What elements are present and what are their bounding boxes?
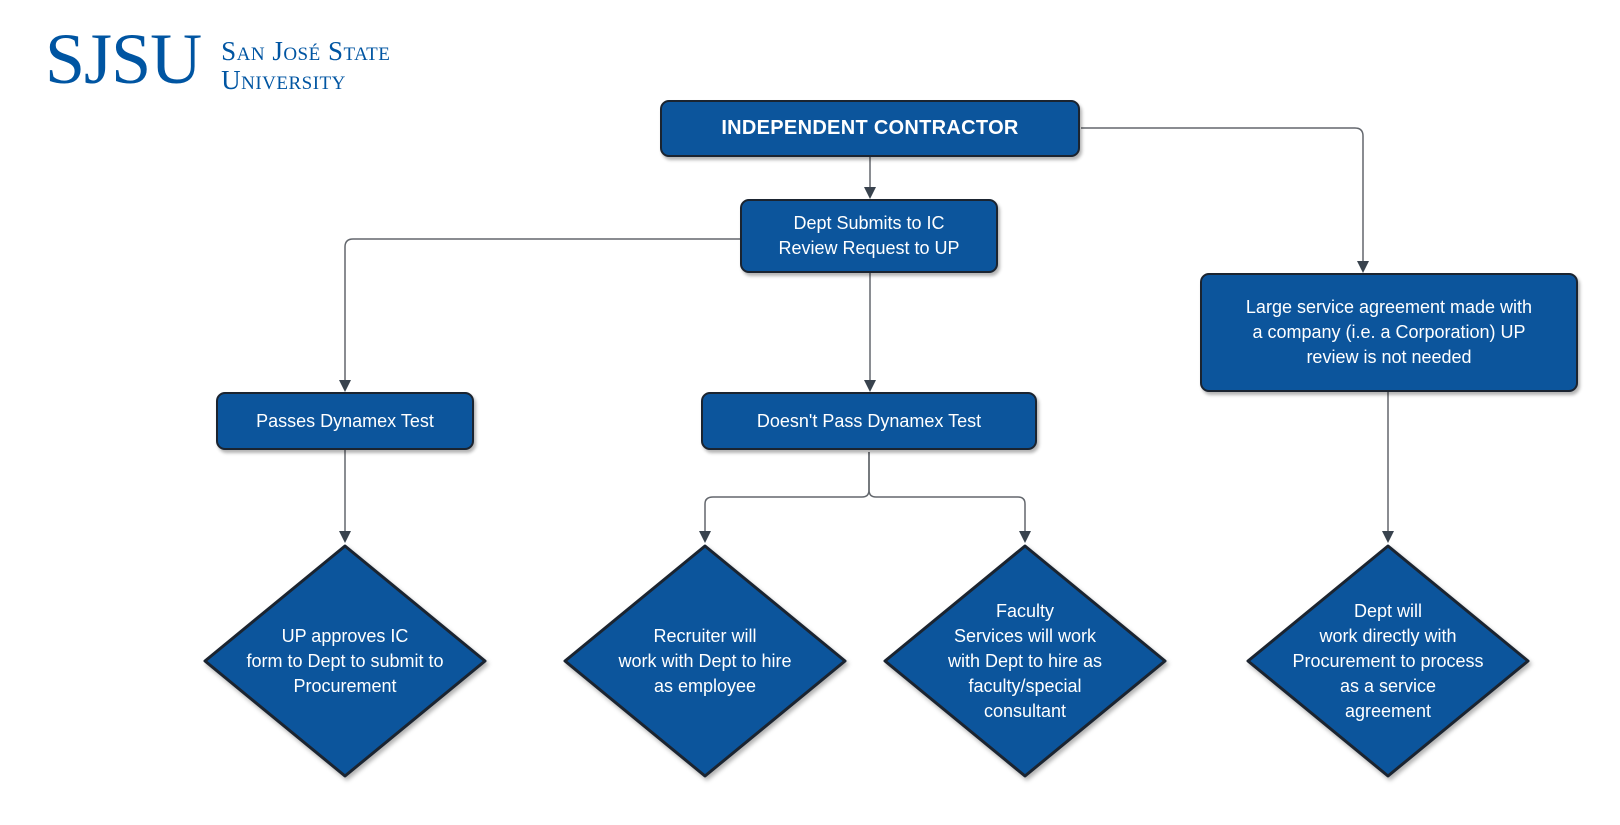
node-up-approves-label: UP approves IC form to Dept to submit to… <box>246 625 444 696</box>
node-faculty-services-label: Faculty Services will work with Dept to … <box>947 600 1103 721</box>
node-recruiter-label: Recruiter will work with Dept to hire as… <box>618 625 792 696</box>
node-large-agreement-label: Large service agreement made with a comp… <box>1245 297 1533 367</box>
edge-doesnt-pass-to-faculty <box>868 452 1031 543</box>
node-passes-dynamex-test: Passes Dynamex Test <box>216 392 474 450</box>
node-dept-submits-ic-review: Dept Submits to IC Review Request to UP <box>740 199 998 273</box>
node-independent-contractor: INDEPENDENT CONTRACTOR <box>660 100 1080 157</box>
sjsu-university-name: San José State University <box>221 28 390 95</box>
sjsu-acronym: SJSU <box>45 19 202 99</box>
edge-ic-to-large-agreement <box>1081 127 1369 273</box>
node-dept-procurement-label: Dept will work directly with Procurement… <box>1292 600 1484 721</box>
diamond-shape-icon <box>203 544 487 778</box>
node-independent-contractor-label: INDEPENDENT CONTRACTOR <box>721 117 1019 139</box>
node-up-approves-ic-form: UP approves IC form to Dept to submit to… <box>202 543 488 779</box>
node-large-service-agreement: Large service agreement made with a comp… <box>1200 273 1578 392</box>
node-doesnt-pass-label: Doesn't Pass Dynamex Test <box>756 410 982 431</box>
edge-doesnt-pass-to-recruiter <box>699 452 870 543</box>
node-passes-label: Passes Dynamex Test <box>256 410 434 431</box>
diamond-shape-icon <box>1246 544 1530 778</box>
node-faculty-services-hire: Faculty Services will work with Dept to … <box>882 543 1168 779</box>
node-doesnt-pass-dynamex-test: Doesn't Pass Dynamex Test <box>701 392 1037 450</box>
sjsu-name-line1: San José State <box>221 36 391 66</box>
sjsu-name-line2: University <box>221 65 346 95</box>
diamond-shape-icon <box>883 544 1167 778</box>
sjsu-logo: SJSU San José State University <box>45 19 390 99</box>
edge-dept-to-passes <box>339 238 740 392</box>
node-dept-procurement-service-agreement: Dept will work directly with Procurement… <box>1245 543 1531 779</box>
diamond-shape-icon <box>563 544 847 778</box>
node-recruiter-hire-employee: Recruiter will work with Dept to hire as… <box>562 543 848 779</box>
node-dept-submits-label: Dept Submits to IC Review Request to UP <box>778 213 960 258</box>
